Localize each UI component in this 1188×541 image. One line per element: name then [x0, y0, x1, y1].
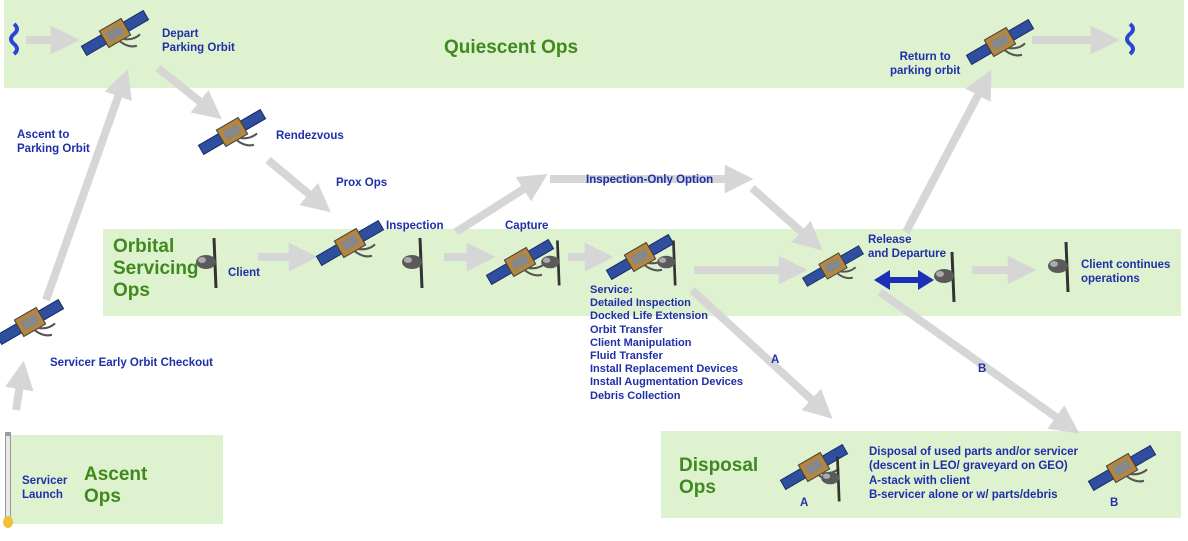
client-satellite-icon: [402, 237, 424, 289]
depart-label-line2: Parking Orbit: [162, 42, 235, 55]
servicer-satellite-icon: [965, 18, 1035, 66]
ascent-ops-title: Ascent Ops: [84, 464, 147, 508]
disposal-title-line1: Disposal: [679, 455, 759, 476]
servicer-launch-line1: Servicer: [22, 475, 68, 487]
orbital-title-line2: Servicing: [113, 257, 199, 279]
service-item: Detailed Inspection: [590, 297, 691, 310]
client-continues-label: Client continues operations: [1081, 258, 1170, 287]
release-label-line2: and Departure: [868, 248, 946, 261]
arrow-ascent-to-parking: [42, 69, 132, 302]
ascent-ops-band: [8, 435, 223, 524]
arrow-launch-up: [5, 360, 34, 411]
disposal-line: A-stack with client: [869, 474, 970, 487]
orbit-break-icon: [9, 22, 19, 56]
disposal-ops-title: Disposal Ops: [679, 455, 758, 499]
servicer-satellite-icon: [605, 233, 675, 281]
service-item: Install Replacement Devices: [590, 363, 738, 376]
path-b-label: B: [978, 363, 987, 375]
servicer-satellite-icon: [315, 219, 385, 267]
ascent-parking-label: Ascent to Parking Orbit: [17, 128, 90, 157]
disposal-line: B-servicer alone or w/ parts/debris: [869, 489, 1058, 502]
client-continues-line2: operations: [1081, 273, 1140, 286]
arrow-path-b: [877, 288, 1080, 434]
servicer-launch-label: Servicer Launch: [22, 474, 67, 503]
rocket-icon: [3, 432, 13, 528]
client-satellite-icon: [1048, 241, 1070, 293]
servicer-launch-line2: Launch: [22, 489, 63, 502]
service-heading: Service:: [590, 284, 633, 296]
disposal-b-label: B: [1110, 497, 1119, 509]
service-item: Debris Collection: [590, 389, 681, 402]
orbital-servicing-title: Orbital Servicing Ops: [113, 236, 199, 302]
client-satellite-icon: [196, 237, 218, 289]
ascent-title-line1: Ascent: [84, 464, 148, 485]
prox-ops-label: Prox Ops: [336, 177, 388, 189]
return-label: Return to parking orbit: [890, 50, 960, 79]
orbital-title-line3: Ops: [113, 279, 150, 301]
release-label-line1: Release: [868, 234, 912, 246]
arrow-release-to-return: [902, 69, 992, 234]
client-satellite-icon: [657, 240, 677, 286]
arrow-inspection-up: [453, 173, 548, 236]
service-item: Client Manipulation: [590, 336, 692, 349]
release-double-arrow: [874, 270, 934, 290]
disposal-ops-band: [661, 431, 1181, 518]
client-satellite-icon: [934, 251, 956, 303]
disposal-a-label: A: [800, 497, 809, 509]
release-label: Release and Departure: [868, 233, 946, 262]
inspection-only-label: Inspection-Only Option: [586, 174, 714, 186]
disposal-description: Disposal of used parts and/or servicer (…: [869, 445, 1078, 503]
early-checkout-label: Servicer Early Orbit Checkout: [50, 357, 213, 369]
ascent-parking-line2: Parking Orbit: [17, 143, 90, 156]
ascent-title-line2: Ops: [84, 485, 121, 507]
servicer-satellite-icon: [485, 238, 555, 286]
ascent-parking-line1: Ascent to: [17, 129, 70, 141]
arrow-path-a: [689, 287, 833, 419]
quiescent-ops-title: Quiescent Ops: [444, 37, 579, 58]
return-label-line1: Return to: [899, 51, 951, 63]
service-item: Orbit Transfer: [590, 323, 663, 336]
depart-label: Depart Parking Orbit: [162, 27, 235, 56]
service-item: Docked Life Extension: [590, 310, 708, 323]
servicer-satellite-icon: [1087, 444, 1157, 492]
servicer-satellite-icon: [0, 298, 65, 346]
client-continues-line1: Client continues: [1081, 259, 1171, 271]
servicer-satellite-icon: [779, 443, 849, 491]
disposal-line: Disposal of used parts and/or servicer: [869, 446, 1078, 458]
service-list: Service: Detailed Inspection Docked Life…: [590, 284, 743, 403]
arrow-inspection-only-down: [749, 185, 823, 251]
arrow-rendezvous-to-proxops: [265, 156, 331, 213]
service-item: Install Augmentation Devices: [590, 376, 744, 389]
servicer-satellite-icon: [802, 245, 864, 287]
client-satellite-icon: [541, 240, 561, 286]
path-a-label: A: [771, 354, 780, 366]
orbit-break-icon: [1125, 22, 1135, 56]
rendezvous-label: Rendezvous: [276, 130, 344, 142]
capture-label: Capture: [505, 220, 549, 232]
inspection-label: Inspection: [386, 220, 444, 232]
depart-label-line1: Depart: [162, 28, 199, 40]
servicer-satellite-icon: [80, 9, 150, 57]
servicer-satellite-icon: [197, 108, 267, 156]
disposal-line: (descent in LEO/ graveyard on GEO): [869, 460, 1068, 473]
service-item: Fluid Transfer: [590, 349, 663, 362]
orbital-title-line1: Orbital: [113, 236, 175, 257]
return-label-line2: parking orbit: [890, 65, 961, 78]
arrow-depart-to-rendezvous: [155, 64, 222, 120]
client-label: Client: [228, 267, 260, 279]
disposal-title-line2: Ops: [679, 476, 716, 498]
client-satellite-icon: [821, 456, 841, 502]
